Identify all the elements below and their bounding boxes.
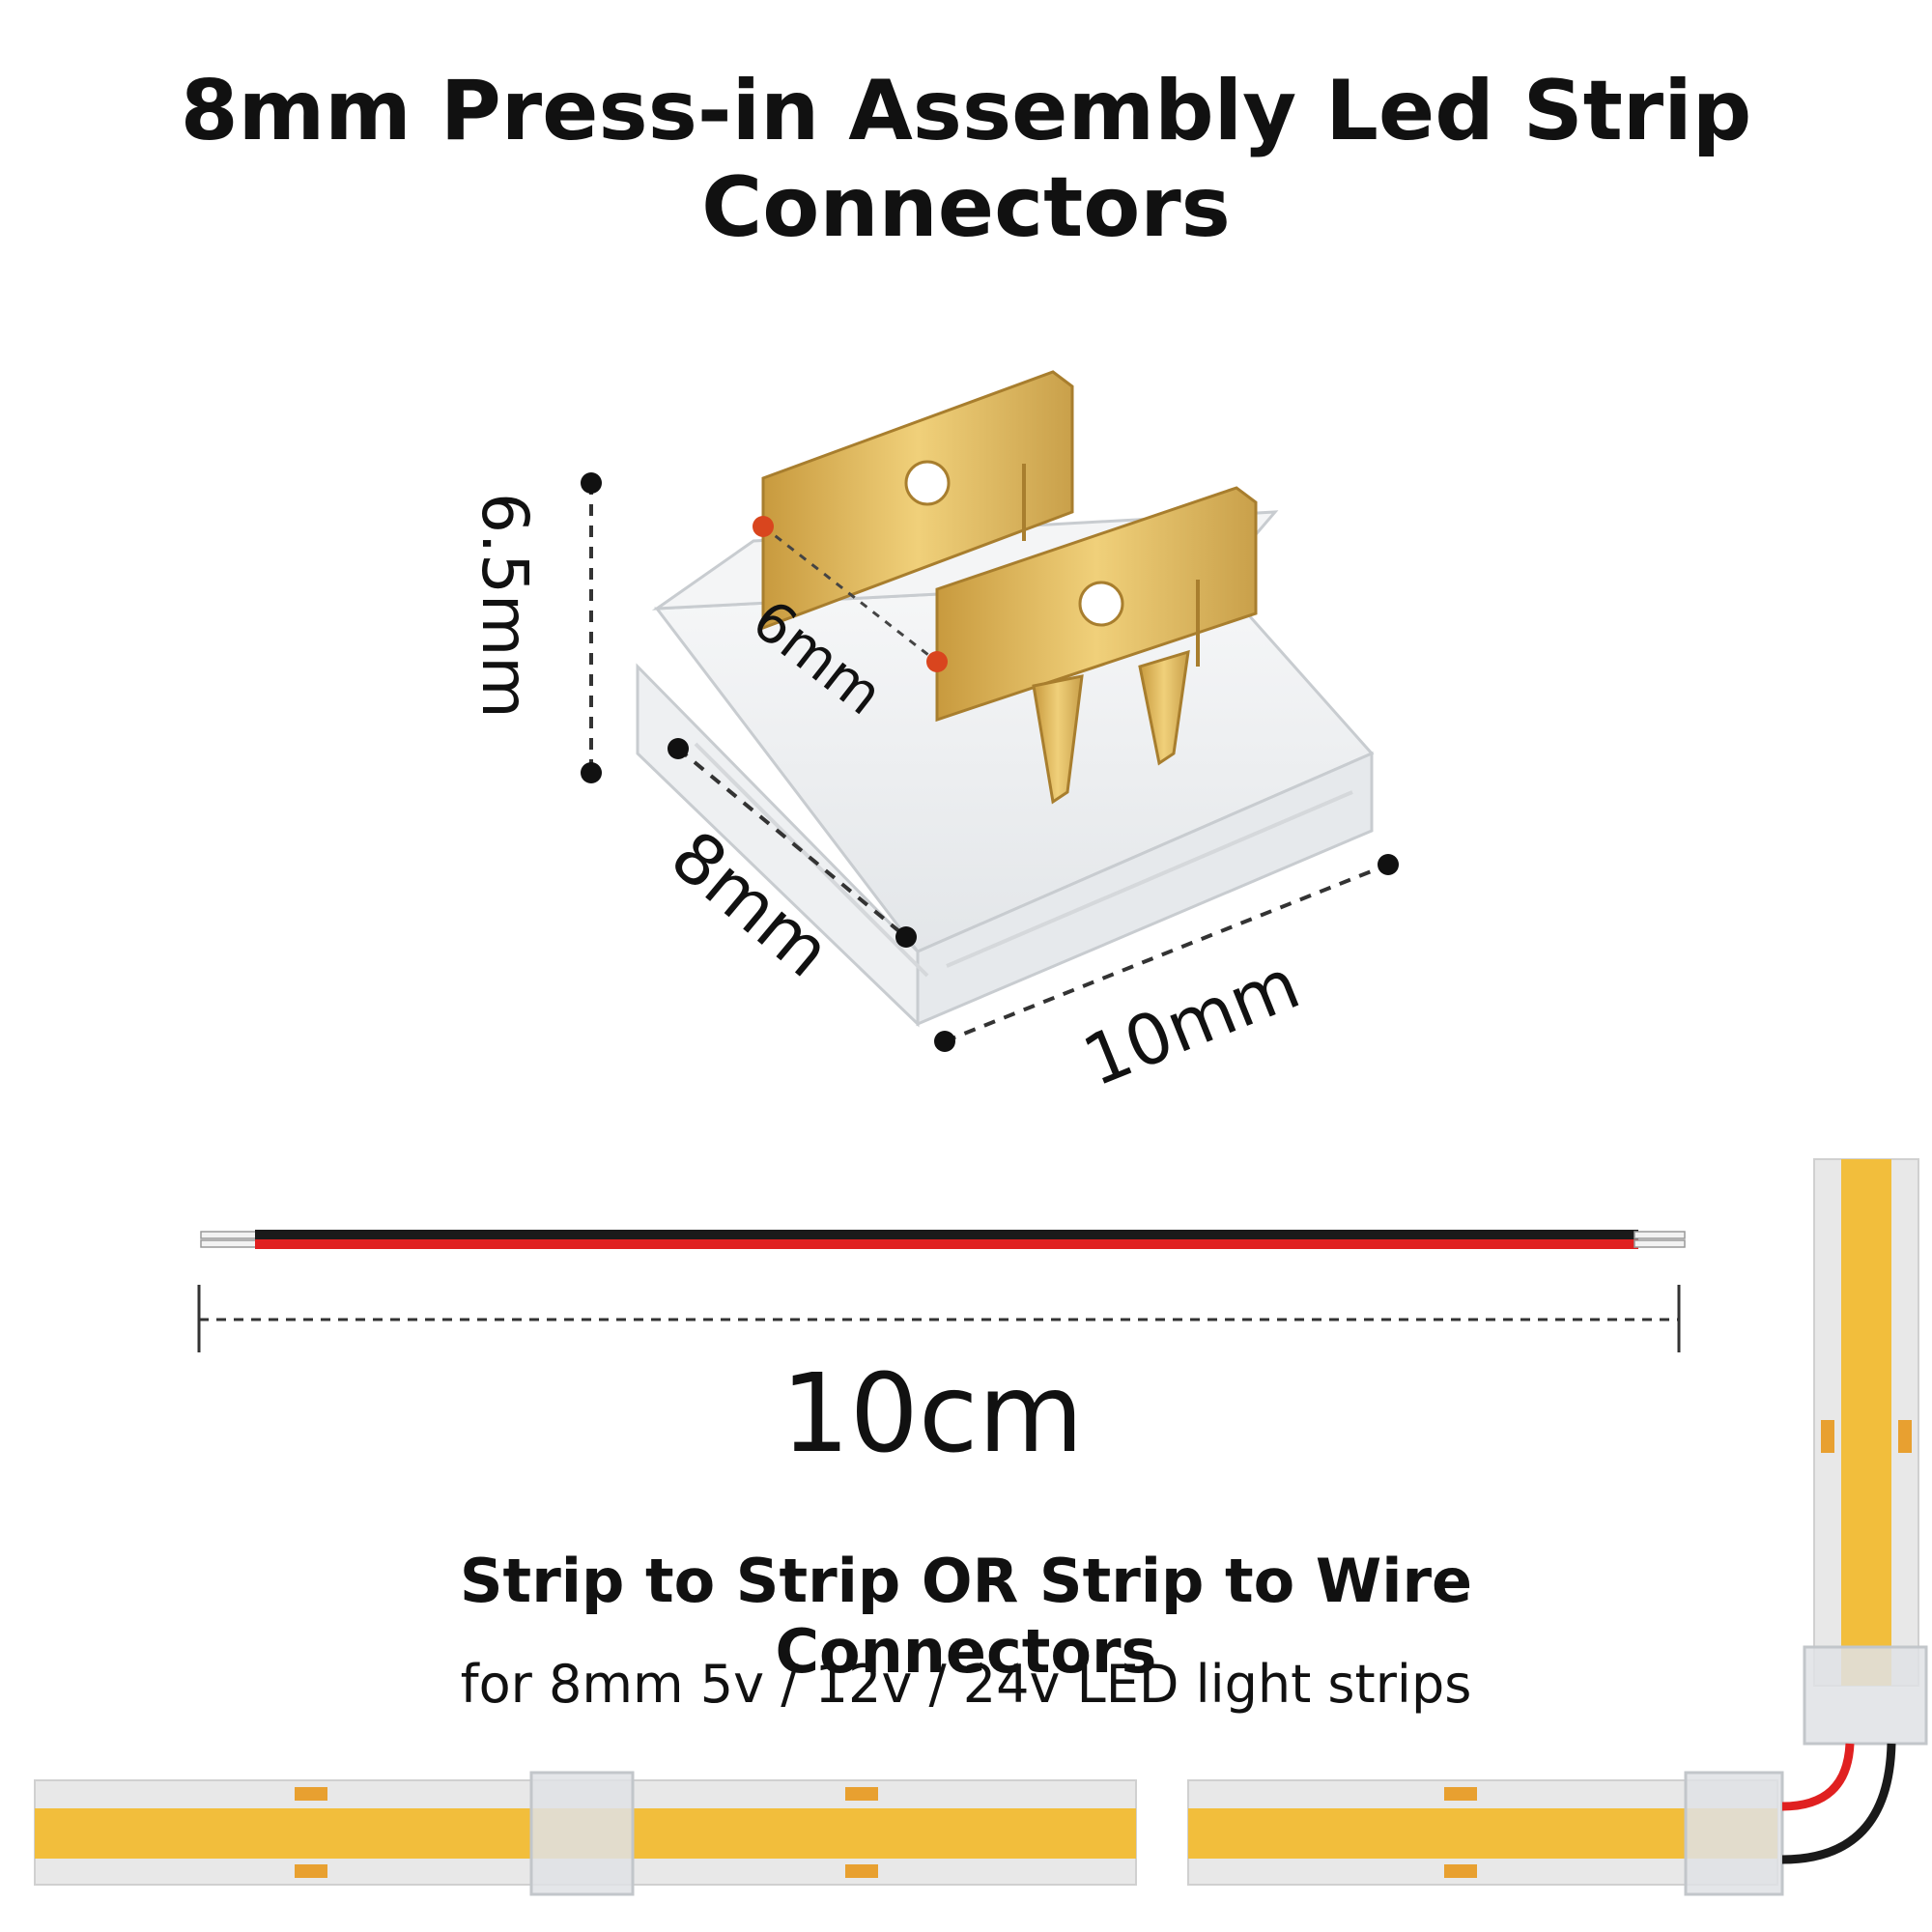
- dim-height: 6.5mm: [468, 472, 602, 783]
- strip-to-wire-example: [1187, 1158, 1928, 1896]
- strip-to-strip-example: [34, 1771, 1137, 1896]
- dim-width-label: 10mm: [1072, 943, 1310, 1102]
- brass-contact-front: [935, 486, 1258, 805]
- caption-subline: for 8mm 5v / 12v / 24v LED light strips: [460, 1654, 1472, 1715]
- dim-wire-length: 10cm: [197, 1285, 1681, 1477]
- caption-headline: Strip to Strip OR Strip to Wire Connecto…: [459, 1546, 1473, 1687]
- two-core-wire: [200, 1230, 1686, 1249]
- brass-contact-rear: [761, 370, 1074, 631]
- dim-height-label: 6.5mm: [468, 493, 542, 719]
- page-title: 8mm Press-in Assembly Led Strip Connecto…: [180, 63, 1752, 256]
- dim-wire-length-label: 10cm: [781, 1351, 1083, 1477]
